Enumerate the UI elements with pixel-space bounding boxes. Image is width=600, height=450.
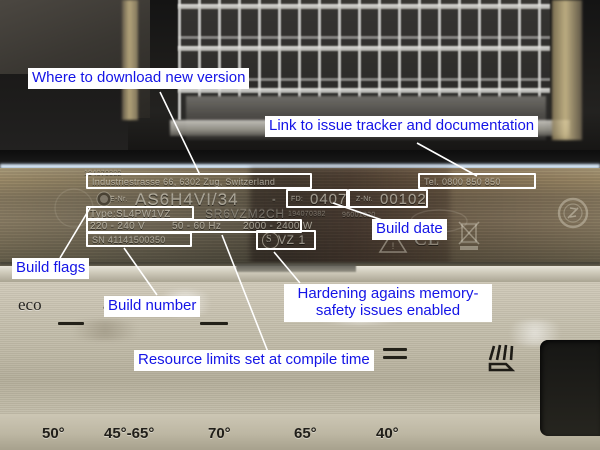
rack-wire-bar	[178, 46, 550, 51]
plate-model-number: AS6H4VI/34	[135, 190, 239, 209]
highlight-build-number	[348, 189, 428, 208]
program-label-eco[interactable]: eco	[18, 295, 42, 314]
rack-wire-bar	[178, 88, 550, 93]
highlight-serial-number	[86, 232, 192, 247]
temperature-label: 40°	[376, 425, 399, 442]
person-head-icon	[96, 191, 112, 207]
screw-head-icon	[557, 197, 589, 229]
temperature-strip	[0, 414, 600, 450]
annotation-build-flags: Build flags	[12, 258, 90, 279]
annotation-issue-tracker: Link to issue tracker and documentation	[265, 116, 539, 137]
plate-serial-number: SN 41141500350	[92, 235, 166, 245]
program-tick	[58, 322, 84, 325]
temperature-label: 50°	[42, 425, 65, 442]
cabinet-left-edge	[122, 0, 138, 120]
plate-telephone: Tel. 0800 850 850	[424, 177, 501, 187]
annotation-hardening: Hardening agains memory-safety issues en…	[284, 284, 492, 322]
plate-faint-code-a: 194070382	[288, 211, 326, 218]
annotation-where-to-download: Where to download new version	[28, 68, 250, 89]
program-tick	[200, 322, 228, 325]
plate-fd-label: FD:	[291, 196, 304, 203]
plate-znr-label: Z-Nr.	[356, 196, 374, 203]
control-panel-display[interactable]	[540, 340, 600, 436]
plate-separator: -	[272, 194, 276, 206]
program-tick	[383, 348, 407, 351]
highlight-address	[86, 173, 312, 189]
plate-secondary-code: SR6VZM2CH	[205, 207, 285, 221]
highlight-build-date	[286, 189, 348, 208]
door-top-shadow	[0, 150, 600, 164]
warning-triangle-icon: !	[378, 229, 408, 253]
svg-text:!: !	[392, 241, 395, 251]
plate-vz-mark: VZ 1	[278, 233, 306, 247]
temperature-label: 65°	[294, 425, 317, 442]
crossed-out-wheelie-bin-icon	[458, 221, 480, 250]
s-mark-letter: S	[266, 234, 272, 245]
dishwasher-spray-icon	[488, 344, 516, 372]
temperature-label: 70°	[208, 425, 231, 442]
control-panel-rail-notch	[236, 264, 356, 272]
door-specular-highlight	[0, 163, 600, 170]
highlight-build-flags	[86, 206, 194, 220]
plate-enr-label: E-Nr.	[110, 196, 128, 203]
plate-address: Industriestrasse 66, 6302 Zug, Switzerla…	[92, 177, 276, 187]
program-tick	[383, 356, 407, 359]
plate-faint-code-b: 96001020	[342, 212, 376, 219]
plate-type-line: Type:SL4PW1VZ	[90, 209, 171, 220]
plate-power: 2000 - 2400 W	[243, 221, 313, 232]
annotation-resource-limits: Resource limits set at compile time	[134, 350, 374, 371]
cabinet-right-edge	[552, 0, 582, 140]
temperature-label: 45°-65°	[104, 425, 155, 442]
panel-smudge	[60, 320, 150, 340]
rack-wire-bar	[178, 4, 550, 9]
plate-voltage: 220 - 240 V	[90, 221, 146, 232]
highlight-vz-mark	[256, 230, 316, 250]
plate-frequency: 50 - 60 Hz	[172, 221, 222, 232]
annotation-build-date: Build date	[372, 219, 447, 240]
annotation-build-number: Build number	[104, 296, 201, 317]
highlight-telephone	[418, 173, 536, 189]
